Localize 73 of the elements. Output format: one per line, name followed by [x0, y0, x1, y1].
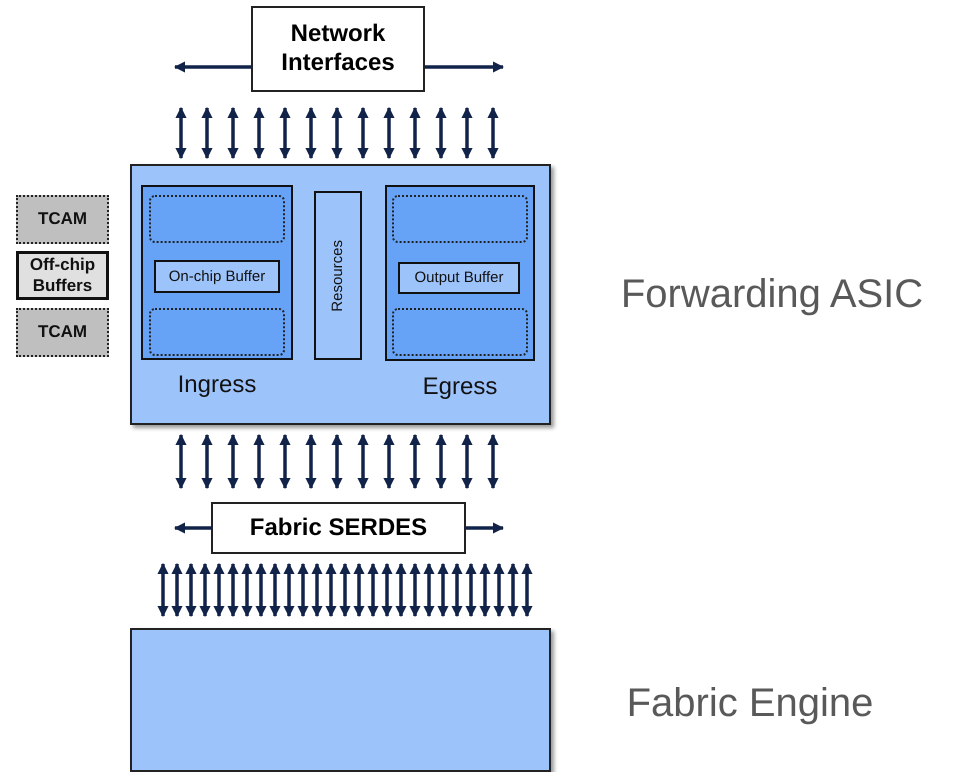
double-arrow	[409, 562, 421, 618]
double-arrow	[353, 562, 365, 618]
dotted-box	[149, 195, 285, 243]
double-arrow	[171, 562, 183, 618]
serdes-box: Fabric SERDES	[211, 502, 466, 554]
double-arrow	[423, 562, 435, 618]
double-arrow	[157, 562, 169, 618]
double-arrow	[461, 434, 473, 490]
arrow	[174, 61, 251, 73]
double-arrow	[493, 562, 505, 618]
dotted-box	[149, 308, 285, 356]
double-arrow	[175, 434, 187, 490]
double-arrow	[395, 562, 407, 618]
panel-heading: Egress	[422, 372, 498, 402]
double-arrow	[331, 106, 343, 160]
double-arrow	[227, 434, 239, 490]
double-arrow	[283, 562, 295, 618]
double-arrow	[487, 434, 499, 490]
double-arrow	[487, 106, 499, 160]
double-arrow	[383, 106, 395, 160]
double-arrow	[269, 562, 281, 618]
double-arrow	[451, 562, 463, 618]
double-arrow	[383, 434, 395, 490]
double-arrow	[305, 106, 317, 160]
double-arrow	[325, 562, 337, 618]
dotted-box	[392, 308, 528, 356]
arrow	[174, 522, 211, 534]
buffer-box: On-chip Buffer	[154, 260, 280, 293]
double-arrow	[255, 562, 267, 618]
memory-box: TCAM	[16, 195, 109, 244]
arrow	[425, 61, 504, 73]
double-arrow	[409, 434, 421, 490]
double-arrow	[279, 434, 291, 490]
double-arrow	[435, 106, 447, 160]
double-arrow	[213, 562, 225, 618]
memory-box: Off-chip Buffers	[16, 251, 109, 300]
double-arrow	[465, 562, 477, 618]
double-arrow	[253, 106, 265, 160]
double-arrow	[367, 562, 379, 618]
double-arrow	[479, 562, 491, 618]
block-heading: Fabric Engine	[626, 680, 874, 726]
interface-box: Network Interfaces	[251, 6, 425, 92]
double-arrow	[241, 562, 253, 618]
double-arrow	[305, 434, 317, 490]
double-arrow	[521, 562, 533, 618]
resources-bar: Resources	[314, 191, 362, 360]
double-arrow	[435, 434, 447, 490]
double-arrow	[201, 106, 213, 160]
double-arrow	[253, 434, 265, 490]
double-arrow	[311, 562, 323, 618]
double-arrow	[357, 434, 369, 490]
double-arrow	[279, 106, 291, 160]
memory-box: TCAM	[16, 308, 109, 357]
double-arrow	[409, 106, 421, 160]
double-arrow	[297, 562, 309, 618]
arrow	[466, 522, 504, 534]
double-arrow	[227, 562, 239, 618]
double-arrow	[331, 434, 343, 490]
double-arrow	[199, 562, 211, 618]
block-heading: Forwarding ASIC	[620, 270, 924, 318]
dotted-box	[392, 195, 528, 243]
double-arrow	[175, 106, 187, 160]
double-arrow	[381, 562, 393, 618]
panel-heading: Ingress	[176, 370, 258, 400]
double-arrow	[437, 562, 449, 618]
double-arrow	[339, 562, 351, 618]
buffer-box: Output Buffer	[398, 262, 520, 294]
double-arrow	[185, 562, 197, 618]
double-arrow	[201, 434, 213, 490]
double-arrow	[507, 562, 519, 618]
double-arrow	[461, 106, 473, 160]
double-arrow	[357, 106, 369, 160]
double-arrow	[227, 106, 239, 160]
